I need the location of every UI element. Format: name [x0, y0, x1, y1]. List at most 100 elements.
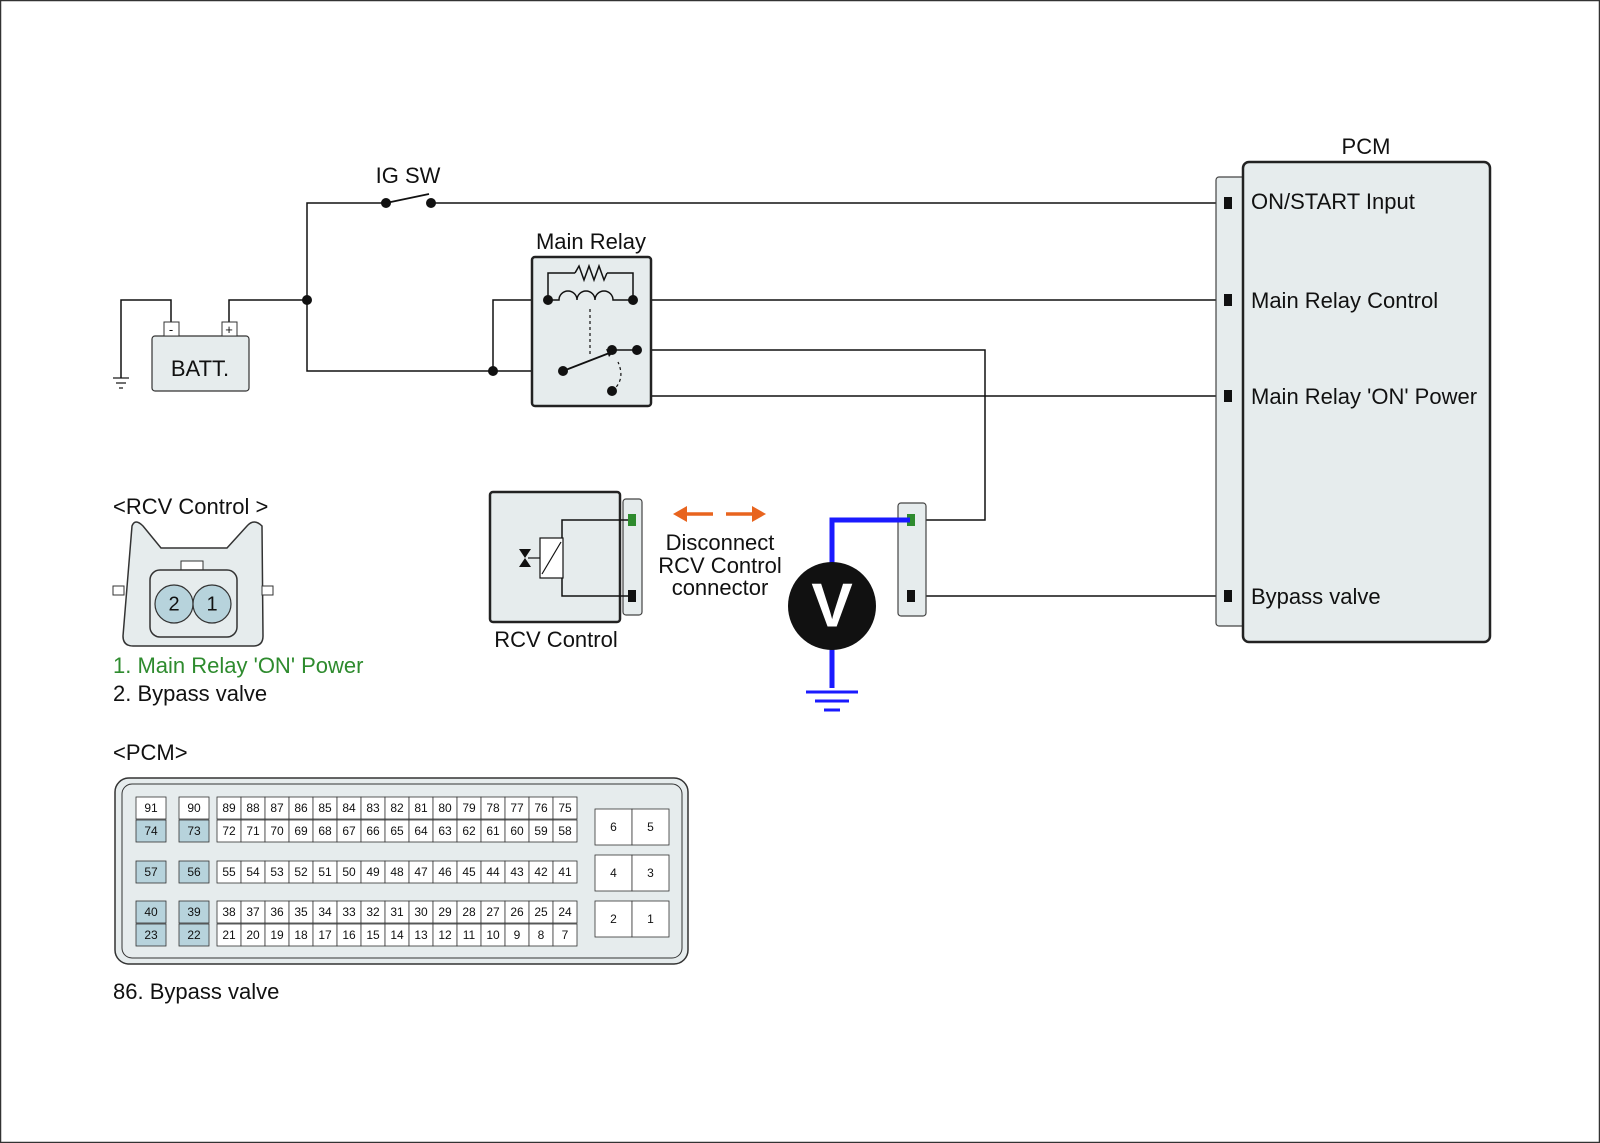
pcm-pin-label: 58 [558, 824, 572, 838]
pcm-pin-label: 85 [318, 801, 332, 815]
pcm-pin-label: 84 [342, 801, 356, 815]
probe-wire [829, 517, 910, 564]
pcm-pin-label: 45 [462, 865, 476, 879]
pcm-pin-7 [552, 923, 578, 947]
pcm-pin-1 [631, 900, 670, 938]
pcm-pin-24 [552, 900, 578, 924]
battery-positive-terminal [221, 321, 238, 337]
battery-positive-sign: + [225, 322, 233, 337]
pcm-pin-label: 37 [246, 905, 260, 919]
ground-icon [806, 690, 858, 712]
pcm-pin-label: 70 [270, 824, 284, 838]
coil-icon [548, 290, 633, 301]
pcm-pin-label: 64 [414, 824, 428, 838]
pcm-pin-label: 52 [294, 865, 308, 879]
pcm-pin-label: 22 [187, 928, 201, 942]
harness-connector [897, 502, 927, 617]
pcm-module: PCM ON/START Input Main Relay Control Ma… [1215, 134, 1492, 644]
pcm-pin-label: 7 [562, 928, 569, 942]
pcm-pin-label: 67 [342, 824, 356, 838]
rcv-control-label: RCV Control [494, 627, 617, 652]
pcm-pin-label: 89 [222, 801, 236, 815]
main-relay-label: Main Relay [536, 229, 646, 254]
pcm-pin-label: 44 [486, 865, 500, 879]
pcm-pin-label: 32 [366, 905, 380, 919]
pcm-pin-label: 65 [390, 824, 404, 838]
pcm-pin-label: 18 [294, 928, 308, 942]
pcm-pin-57 [135, 860, 167, 884]
pcm-pin-terminal [1224, 294, 1232, 306]
pcm-pin-label: 24 [558, 905, 572, 919]
pcm-pin-label: 47 [414, 865, 428, 879]
main-relay: Main Relay [530, 229, 653, 408]
pcm-pin-label: 35 [294, 905, 308, 919]
ig-sw-label: IG SW [376, 163, 441, 188]
pcm-pin-label: 9 [514, 928, 521, 942]
pcm-pin-terminal [1224, 197, 1232, 209]
pcm-pin-label: 78 [486, 801, 500, 815]
pcm-pin-label: 10 [486, 928, 500, 942]
harness-terminal [907, 590, 915, 602]
pcm-pin-73 [178, 819, 210, 843]
pcm-connector-title: <PCM> [113, 740, 188, 765]
pcm-pin-58 [552, 819, 578, 843]
pcm-pin-label: 25 [534, 905, 548, 919]
pcm-pin-main-relay-control: Main Relay Control [1251, 288, 1438, 313]
pcm-pin-label: 46 [438, 865, 452, 879]
pcm-pin-label: 1 [647, 912, 654, 926]
valve-icon [519, 549, 531, 567]
junction-dot [488, 366, 498, 376]
pcm-pin-label: 8 [538, 928, 545, 942]
pcm-pin-23 [135, 923, 167, 947]
disconnect-text-line2: RCV Control [658, 553, 781, 578]
pcm-pin-label: 39 [187, 905, 201, 919]
pcm-pin-2 [594, 900, 633, 938]
rcv-control-component: RCV Control [488, 490, 643, 652]
pcm-pin-label: 12 [438, 928, 452, 942]
pcm-pin-label: 75 [558, 801, 572, 815]
pcm-pin-label: 23 [144, 928, 158, 942]
pcm-pin-label: 28 [462, 905, 476, 919]
junction-dot [302, 295, 312, 305]
pcm-connector-legend: 86. Bypass valve [113, 979, 279, 1004]
pcm-pin-22 [178, 923, 210, 947]
pcm-pin-label: 29 [438, 905, 452, 919]
pcm-pin-label: 61 [486, 824, 500, 838]
pcm-pin-label: 66 [366, 824, 380, 838]
rcv-green-terminal [628, 514, 636, 526]
pcm-pin-label: 90 [187, 801, 201, 815]
pcm-pin-label: 50 [342, 865, 356, 879]
pcm-pin-label: 73 [187, 824, 201, 838]
pcm-pin-label: 33 [342, 905, 356, 919]
pcm-pin-label: 83 [366, 801, 380, 815]
pcm-pin-label: 74 [144, 824, 158, 838]
pcm-pin-label: 15 [366, 928, 380, 942]
pcm-pin-label: 48 [390, 865, 404, 879]
pcm-pin-label: 36 [270, 905, 284, 919]
voltmeter-label: V [811, 571, 852, 640]
pcm-pin-75 [552, 796, 578, 820]
pcm-pin-main-relay-on-power: Main Relay 'ON' Power [1251, 384, 1477, 409]
battery-ground-icon [113, 377, 129, 389]
pcm-pin-label: 87 [270, 801, 284, 815]
pcm-pin-label: 76 [534, 801, 548, 815]
pcm-pin-label: 88 [246, 801, 260, 815]
pcm-pin-5 [631, 808, 670, 846]
pcm-pin-label: 82 [390, 801, 404, 815]
pcm-pin-bypass-valve: Bypass valve [1251, 584, 1381, 609]
rcv-terminal [628, 590, 636, 602]
pcm-pin-label: 77 [510, 801, 524, 815]
pcm-pin-on-start-input: ON/START Input [1251, 189, 1415, 214]
pcm-pin-label: 42 [534, 865, 548, 879]
pcm-pin-91 [135, 796, 167, 820]
disconnect-text-line1: Disconnect [666, 530, 775, 555]
rcv-connector-title: <RCV Control > [113, 494, 268, 519]
pcm-pin-label: 30 [414, 905, 428, 919]
pcm-pin-label: 6 [610, 820, 617, 834]
pcm-pin-label: 20 [246, 928, 260, 942]
pcm-pin-label: 40 [144, 905, 158, 919]
pcm-pin-label: 4 [610, 866, 617, 880]
pcm-pin-label: 11 [463, 928, 476, 942]
